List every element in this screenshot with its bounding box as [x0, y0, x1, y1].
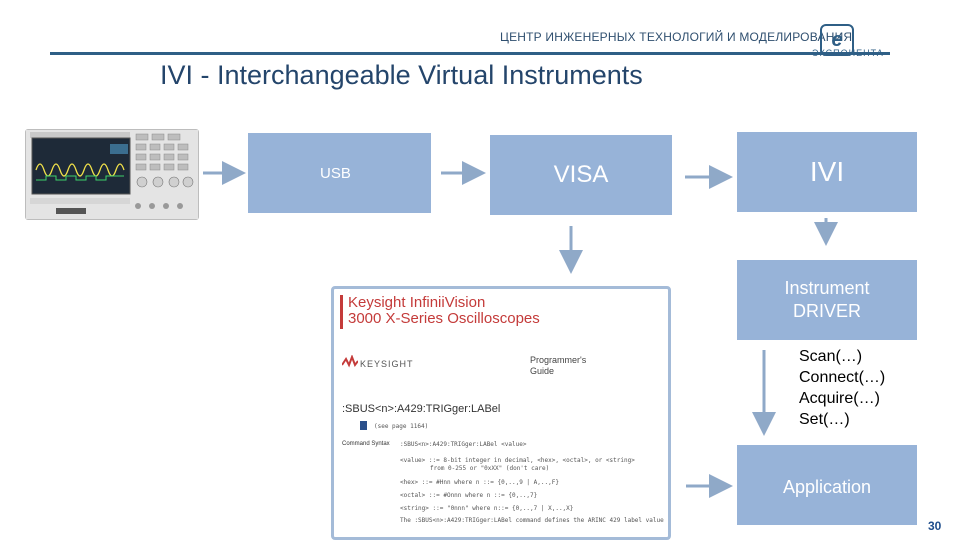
doc-n-icon — [360, 421, 367, 430]
doc-syntax-line: :SBUS<n>:A429:TRIGger:LABel <value> — [400, 441, 526, 448]
doc-title-line2: 3000 X-Series Oscilloscopes — [348, 310, 540, 327]
doc-guide-line1: Programmer's — [530, 355, 586, 366]
doc-guide-label: Programmer's Guide — [530, 355, 586, 377]
doc-title-line1: Keysight InfiniiVision — [348, 294, 485, 311]
doc-syntax-line: The :SBUS<n>:A429:TRIGger:LABel command … — [400, 517, 664, 524]
doc-syntax-line: <octal> ::= #Onnn where n ::= {0,..,7} — [400, 492, 537, 499]
doc-syntax-line: from 0-255 or "0xXX" (don't care) — [430, 465, 549, 472]
doc-command: :SBUS<n>:A429:TRIGger:LABel — [342, 403, 500, 415]
doc-brand: KEYSIGHT — [360, 359, 414, 369]
doc-syntax-line: <value> ::= 8-bit integer in decimal, <h… — [400, 457, 635, 464]
keysight-wave-icon — [342, 355, 358, 369]
programmers-guide-image: Keysight InfiniiVision 3000 X-Series Osc… — [331, 286, 671, 540]
doc-syntax-line: <hex> ::= #Hnn where n ::= {0,..,9 | A,.… — [400, 479, 559, 486]
doc-guide-line2: Guide — [530, 366, 586, 377]
doc-syntax-label: Command Syntax — [342, 441, 390, 447]
doc-see-page: (see page 1164) — [374, 423, 428, 430]
doc-syntax-line: <string> ::= "0nnn" where n::= {0,..,7 |… — [400, 505, 573, 512]
page-number: 30 — [928, 519, 941, 533]
doc-accent-bar — [340, 295, 343, 329]
